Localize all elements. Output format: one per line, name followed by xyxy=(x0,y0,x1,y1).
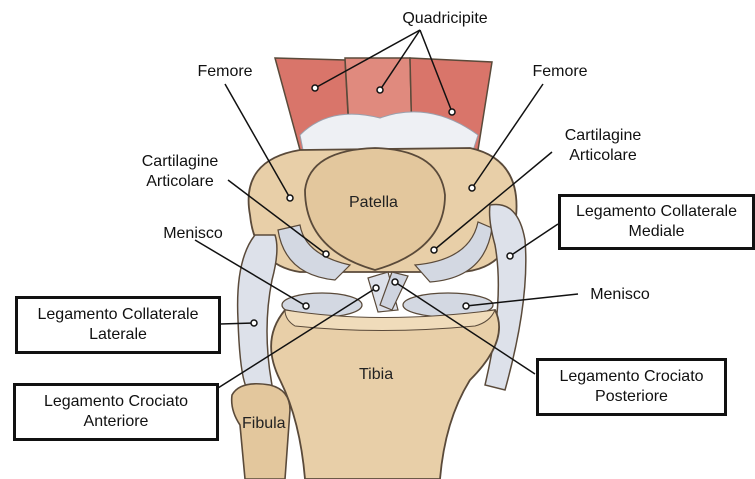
box-laterale-line1: Legamento Collaterale xyxy=(38,305,199,325)
label-menisco-right: Menisco xyxy=(575,285,665,305)
label-menisco-left: Menisco xyxy=(148,224,238,244)
label-femore-left: Femore xyxy=(185,62,265,82)
label-tibia: Tibia xyxy=(359,366,393,384)
label-cartilagine-right-line1: Cartilagine xyxy=(548,126,658,146)
tibia-bone xyxy=(271,310,499,479)
quadriceps-muscle xyxy=(275,58,492,160)
box-laterale-line2: Laterale xyxy=(89,325,147,345)
label-cartilagine-left-line2: Articolare xyxy=(125,172,235,192)
label-cartilagine-left-line1: Cartilagine xyxy=(125,152,235,172)
box-anteriore-line1: Legamento Crociato xyxy=(44,392,188,412)
box-legamento-crociato-posteriore: Legamento Crociato Posteriore xyxy=(536,358,727,416)
label-cartilagine-left: Cartilagine Articolare xyxy=(125,152,235,192)
box-posteriore-line1: Legamento Crociato xyxy=(559,367,703,387)
box-legamento-collaterale-laterale: Legamento Collaterale Laterale xyxy=(15,296,221,354)
cruciate-ligaments xyxy=(368,272,408,312)
label-quadricipite: Quadricipite xyxy=(395,9,495,29)
label-patella: Patella xyxy=(349,194,398,212)
label-cartilagine-right: Cartilagine Articolare xyxy=(548,126,658,166)
box-mediale-line1: Legamento Collaterale xyxy=(576,202,737,222)
box-mediale-line2: Mediale xyxy=(628,222,684,242)
box-legamento-collaterale-mediale: Legamento Collaterale Mediale xyxy=(558,194,755,250)
box-anteriore-line2: Anteriore xyxy=(84,412,149,432)
label-femore-right: Femore xyxy=(520,62,600,82)
label-fibula: Fibula xyxy=(242,415,286,433)
label-cartilagine-right-line2: Articolare xyxy=(548,146,658,166)
box-posteriore-line2: Posteriore xyxy=(595,387,668,407)
box-legamento-crociato-anteriore: Legamento Crociato Anteriore xyxy=(13,383,219,441)
